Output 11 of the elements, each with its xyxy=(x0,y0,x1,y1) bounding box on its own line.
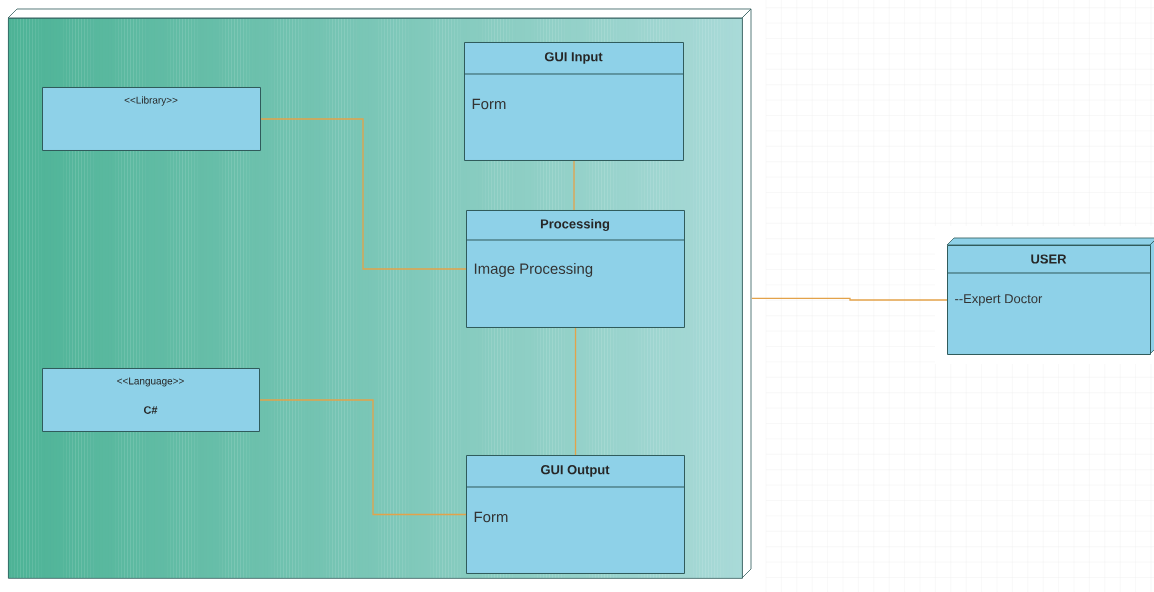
connector-line xyxy=(574,327,577,456)
class-box: USER --Expert Doctor xyxy=(946,237,1154,355)
class-box: GUI Input Form xyxy=(463,42,684,161)
component-box: <<Library>> xyxy=(42,87,261,151)
class-box: Processing Image Processing xyxy=(465,210,685,328)
connector-line xyxy=(751,297,948,301)
connector-line xyxy=(259,399,467,516)
connector-line xyxy=(260,118,467,270)
connector-line xyxy=(573,160,575,211)
class-box: GUI Output Form xyxy=(465,455,685,574)
component-box: <<Language>> C# xyxy=(42,368,260,432)
